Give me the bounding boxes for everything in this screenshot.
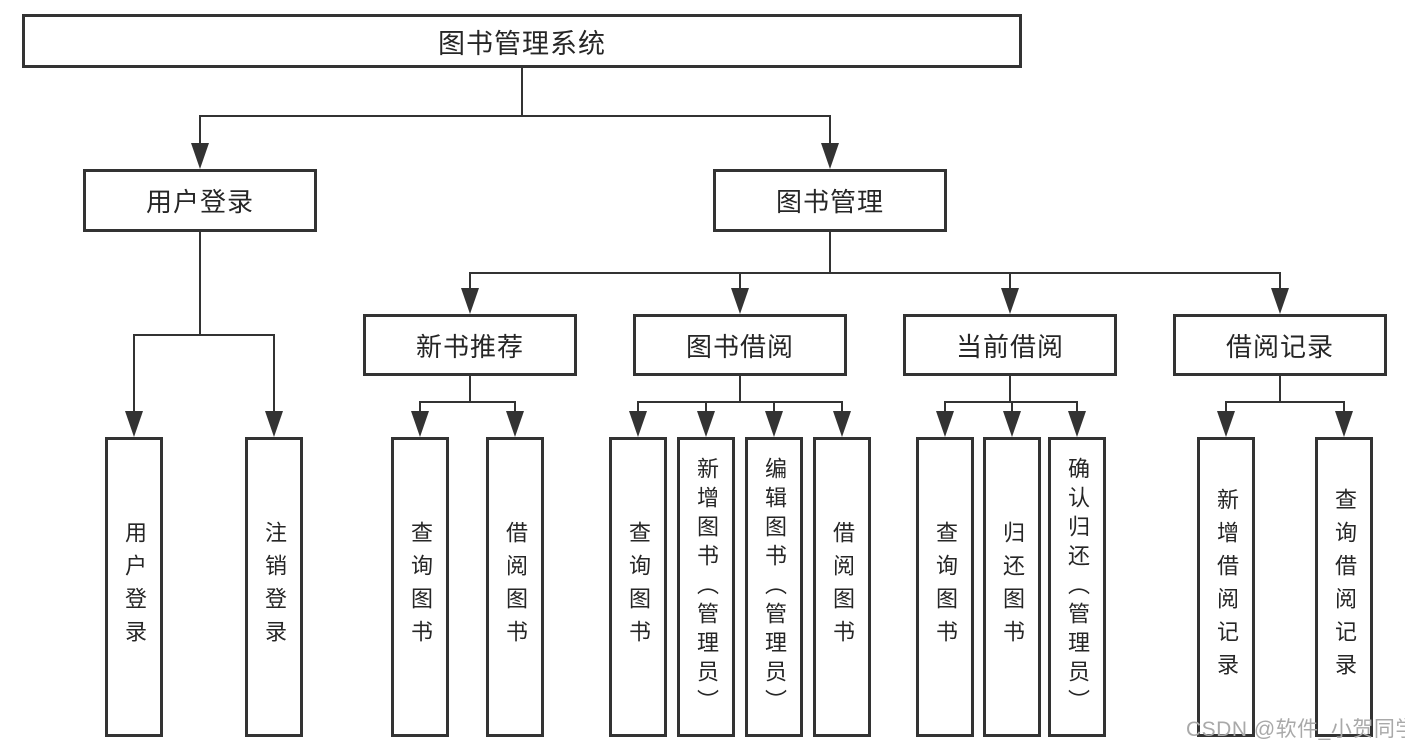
node-leaf-return-books: 归还图书 <box>983 437 1041 737</box>
connector-records-bar <box>1225 401 1345 403</box>
connector-root-stem <box>521 67 523 116</box>
connector-arm-borrow <box>739 272 741 290</box>
node-leaf-borrow-books: 借阅图书 <box>813 437 871 737</box>
leaf-label: 新增图书（管理员） <box>694 456 719 718</box>
node-book-management-branch: 图书管理 <box>713 169 947 232</box>
arrowhead-bor-edit <box>765 411 783 437</box>
arrowhead-bor-add <box>697 411 715 437</box>
csdn-watermark: CSDN @软件_小贺同学 <box>1186 718 1405 741</box>
connector-borrow-stem <box>739 375 741 402</box>
node-leaf-add-borrow-record: 新增借阅记录 <box>1197 437 1255 737</box>
arrowhead-recd-query <box>1335 411 1353 437</box>
connector-arm-leaf-login <box>133 334 135 413</box>
connector-recommend-stem <box>469 375 471 402</box>
arrowhead-bor-query <box>629 411 647 437</box>
connector-arm-current <box>1009 272 1011 290</box>
node-leaf-borrow-query-books: 查询图书 <box>609 437 667 737</box>
connector-arm-user-login <box>199 115 201 145</box>
arrowhead-leaf-login <box>125 411 143 437</box>
leaf-label: 查询图书 <box>626 521 651 653</box>
arrowhead-cur-return <box>1003 411 1021 437</box>
arrowhead-cur-confirm <box>1068 411 1086 437</box>
node-leaf-add-books-admin: 新增图书（管理员） <box>677 437 735 737</box>
connector-records-stem <box>1279 375 1281 402</box>
connector-borrow-bar <box>637 401 843 403</box>
node-leaf-current-query-books: 查询图书 <box>916 437 974 737</box>
arrowhead-leaf-logout <box>265 411 283 437</box>
connector-userlogin-bar <box>133 334 275 336</box>
node-borrow-records: 借阅记录 <box>1173 314 1387 376</box>
connector-arm-cur-return <box>1011 401 1013 413</box>
arrowhead-recommend <box>461 288 479 314</box>
leaf-label: 注销登录 <box>262 521 287 653</box>
connector-arm-recd-add <box>1225 401 1227 413</box>
node-new-book-recommend: 新书推荐 <box>363 314 577 376</box>
leaf-label: 查询借阅记录 <box>1332 488 1357 686</box>
leaf-label: 新增借阅记录 <box>1214 488 1239 686</box>
connector-bookmgmt-bar <box>469 272 1281 274</box>
node-leaf-user-login: 用户登录 <box>105 437 163 737</box>
node-book-borrow: 图书借阅 <box>633 314 847 376</box>
arrowhead-user-login <box>191 143 209 169</box>
connector-root-bar <box>199 115 831 117</box>
connector-arm-bor-borrow <box>841 401 843 413</box>
arrowhead-book-mgmt <box>821 143 839 169</box>
connector-arm-bor-edit <box>773 401 775 413</box>
connector-arm-cur-query <box>944 401 946 413</box>
node-leaf-recommend-query-books: 查询图书 <box>391 437 449 737</box>
connector-arm-bor-query <box>637 401 639 413</box>
connector-arm-records <box>1279 272 1281 290</box>
connector-arm-rec-borrow <box>514 401 516 413</box>
node-leaf-edit-books-admin: 编辑图书（管理员） <box>745 437 803 737</box>
node-user-login-branch: 用户登录 <box>83 169 317 232</box>
arrowhead-rec-query <box>411 411 429 437</box>
connector-arm-bor-add <box>705 401 707 413</box>
node-root-library-system: 图书管理系统 <box>22 14 1022 68</box>
connector-arm-recd-query <box>1343 401 1345 413</box>
arrowhead-cur-query <box>936 411 954 437</box>
node-leaf-logout: 注销登录 <box>245 437 303 737</box>
connector-current-stem <box>1009 375 1011 402</box>
leaf-label: 查询图书 <box>933 521 958 653</box>
connector-userlogin-stem <box>199 231 201 335</box>
leaf-label: 借阅图书 <box>830 521 855 653</box>
leaf-label: 用户登录 <box>122 521 147 653</box>
arrowhead-records <box>1271 288 1289 314</box>
connector-arm-rec-query <box>419 401 421 413</box>
node-leaf-recommend-borrow-books: 借阅图书 <box>486 437 544 737</box>
arrowhead-rec-borrow <box>506 411 524 437</box>
arrowhead-borrow <box>731 288 749 314</box>
leaf-label: 归还图书 <box>1000 521 1025 653</box>
leaf-label: 查询图书 <box>408 521 433 653</box>
arrowhead-recd-add <box>1217 411 1235 437</box>
arrowhead-current <box>1001 288 1019 314</box>
connector-arm-leaf-logout <box>273 334 275 413</box>
connector-arm-recommend <box>469 272 471 290</box>
connector-bookmgmt-stem <box>829 231 831 273</box>
arrowhead-bor-borrow <box>833 411 851 437</box>
connector-recommend-bar <box>419 401 516 403</box>
node-leaf-confirm-return-admin: 确认归还（管理员） <box>1048 437 1106 737</box>
node-current-borrow: 当前借阅 <box>903 314 1117 376</box>
leaf-label: 借阅图书 <box>503 521 528 653</box>
node-leaf-query-borrow-record: 查询借阅记录 <box>1315 437 1373 737</box>
connector-arm-cur-confirm <box>1076 401 1078 413</box>
leaf-label: 确认归还（管理员） <box>1065 456 1090 718</box>
leaf-label: 编辑图书（管理员） <box>762 456 787 718</box>
connector-arm-book-mgmt <box>829 115 831 145</box>
